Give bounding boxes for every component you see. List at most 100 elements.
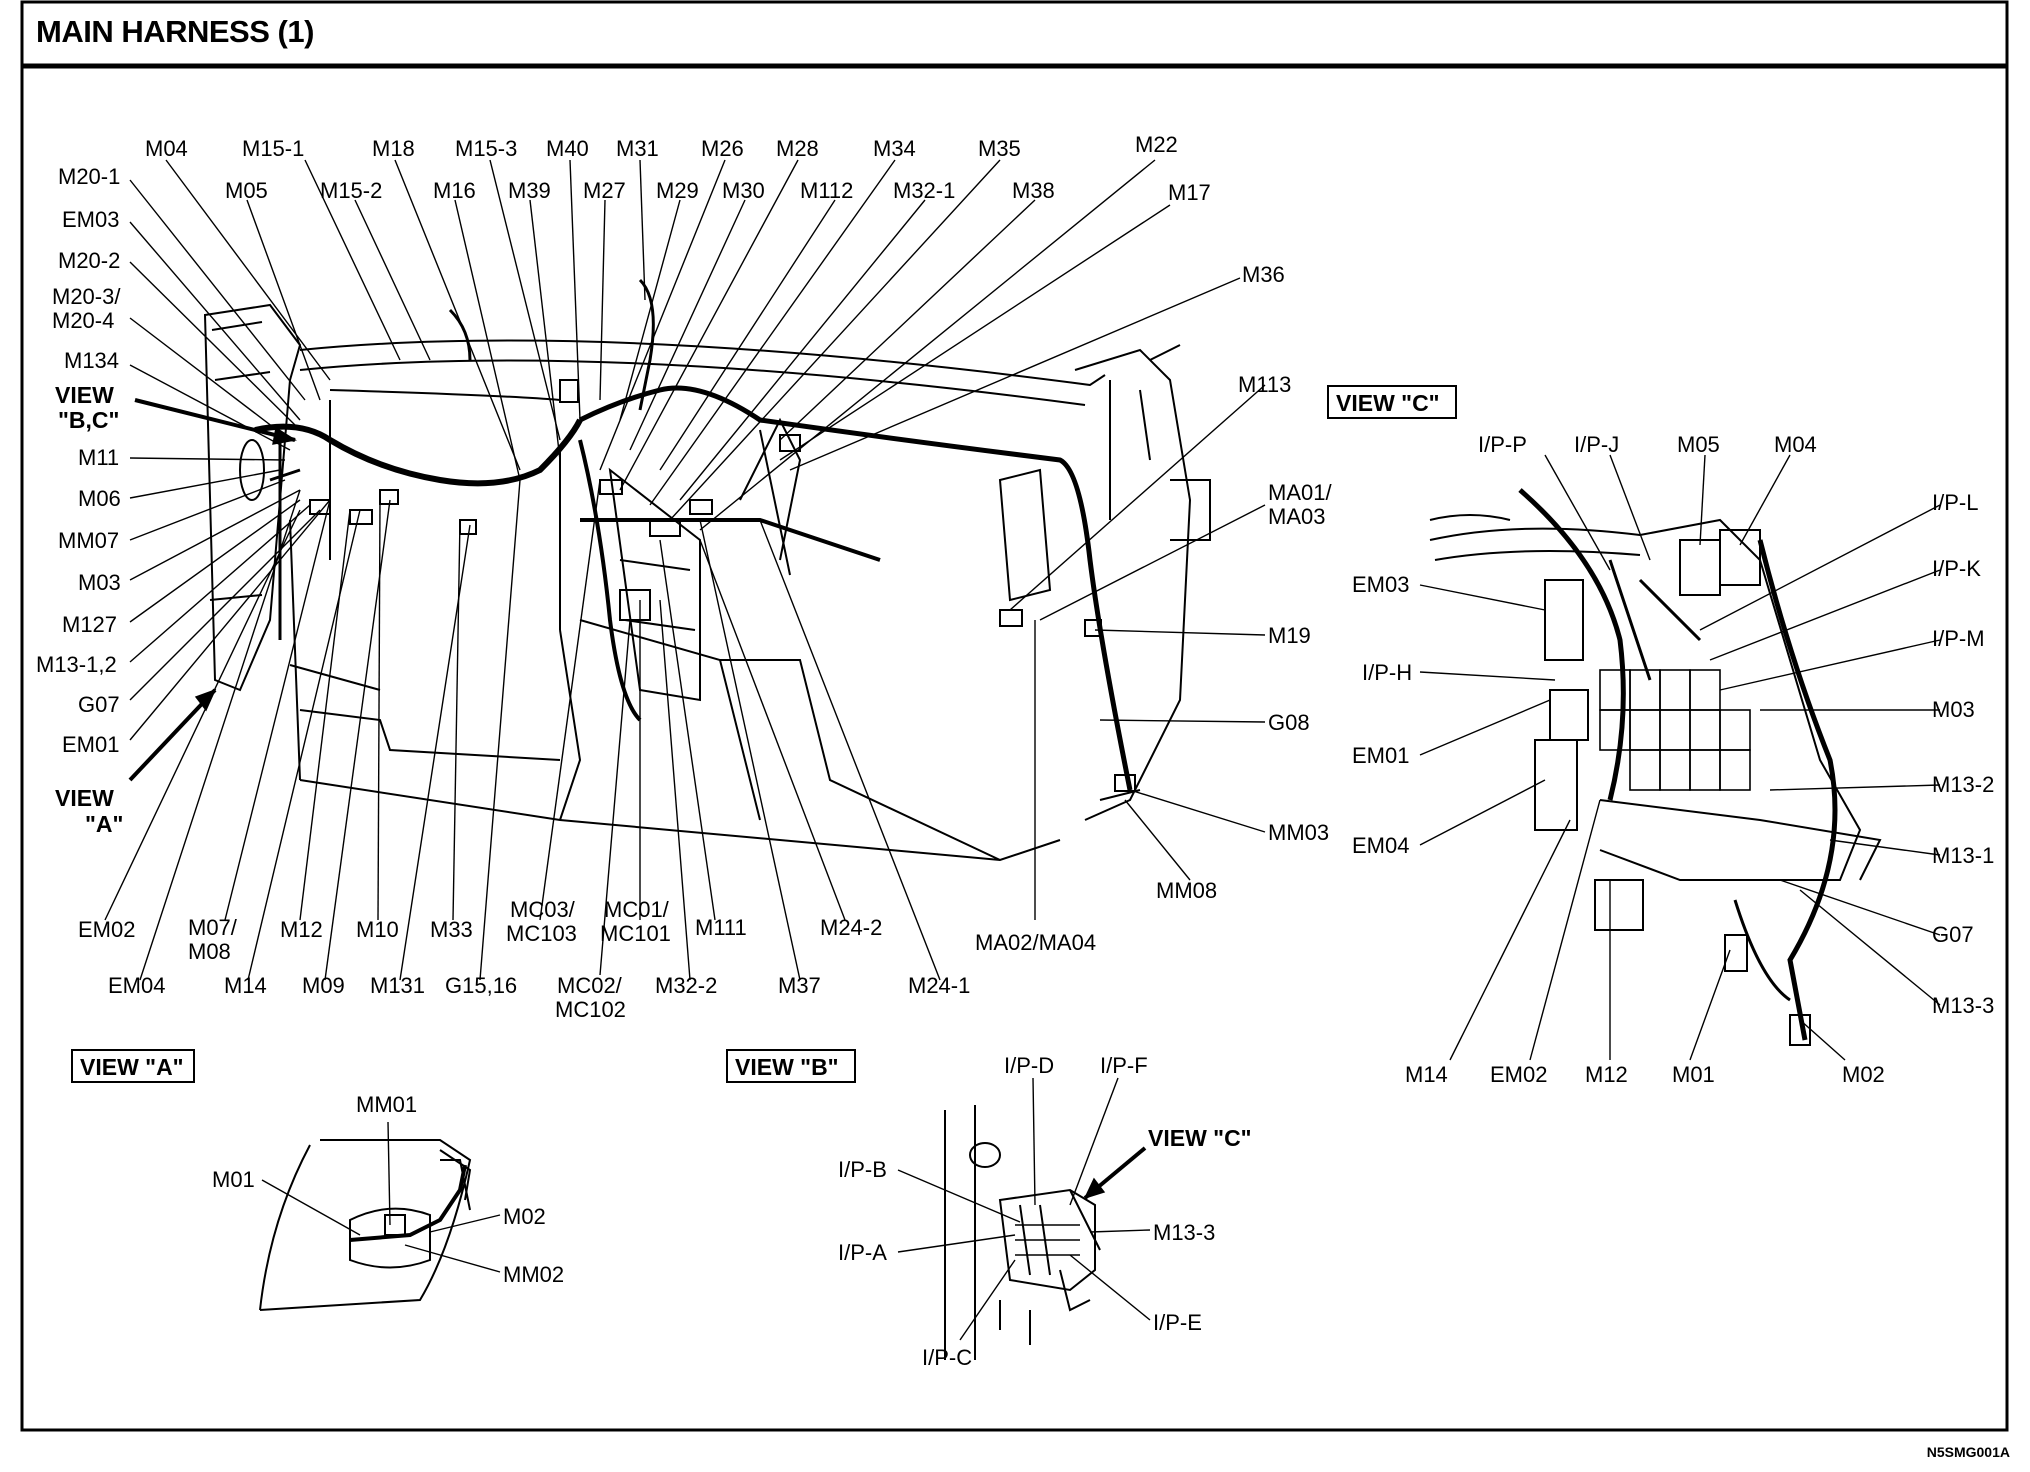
view-a-label: "A" bbox=[85, 811, 123, 837]
label: M34 bbox=[873, 136, 916, 161]
label: G07 bbox=[78, 692, 120, 717]
label: I/P-D bbox=[1004, 1053, 1054, 1078]
view-c-leaders bbox=[1419, 454, 1941, 1061]
label: M24-2 bbox=[820, 915, 882, 940]
label: M17 bbox=[1168, 180, 1211, 205]
view-c-box bbox=[1327, 385, 1457, 419]
label: EM01 bbox=[62, 732, 119, 757]
label: MM07 bbox=[58, 528, 119, 553]
label: M40 bbox=[546, 136, 589, 161]
main-view-labels: M04 M15-1 M18 M15-3 M40 M31 M26 M28 M34 … bbox=[36, 132, 1332, 1022]
label: MA03 bbox=[1268, 504, 1325, 529]
label: EM03 bbox=[1352, 572, 1409, 597]
label: M04 bbox=[1774, 432, 1817, 457]
view-a-drawing bbox=[259, 1139, 472, 1311]
label: I/P-K bbox=[1932, 556, 1981, 581]
label: I/P-A bbox=[838, 1240, 887, 1265]
label: M18 bbox=[372, 136, 415, 161]
label: EM03 bbox=[62, 207, 119, 232]
outer-frame bbox=[20, 0, 2009, 1432]
label: M33 bbox=[430, 917, 473, 942]
label: M02 bbox=[1842, 1062, 1885, 1087]
view-c-labels: VIEW "C" I/P-P I/P-J M05 M04 I/P-L I/P-K… bbox=[1336, 390, 1994, 1087]
label: M13-1 bbox=[1932, 843, 1994, 868]
view-b-labels: VIEW "B" I/P-D I/P-F VIEW "C" I/P-B I/P-… bbox=[735, 1053, 1252, 1370]
label: M12 bbox=[280, 917, 323, 942]
view-a-label: VIEW bbox=[55, 785, 114, 811]
view-b-box bbox=[726, 1049, 856, 1083]
view-c-drawing bbox=[1429, 488, 1882, 1046]
label: M36 bbox=[1242, 262, 1285, 287]
label: MM08 bbox=[1156, 878, 1217, 903]
view-a-title: VIEW "A" bbox=[80, 1054, 184, 1080]
label: M32-1 bbox=[893, 178, 955, 203]
view-bc-label: "B,C" bbox=[58, 407, 119, 433]
label: M05 bbox=[225, 178, 268, 203]
label: I/P-H bbox=[1362, 660, 1412, 685]
label: M04 bbox=[145, 136, 188, 161]
label: M16 bbox=[433, 178, 476, 203]
label: M30 bbox=[722, 178, 765, 203]
drawing-code: N5SMG001A bbox=[1926, 1444, 2010, 1460]
label: I/P-L bbox=[1932, 490, 1978, 515]
label: M08 bbox=[188, 939, 231, 964]
label: I/P-B bbox=[838, 1157, 887, 1182]
view-b-title: VIEW "B" bbox=[735, 1054, 839, 1080]
label: I/P-M bbox=[1932, 626, 1985, 651]
label: M38 bbox=[1012, 178, 1055, 203]
label: M111 bbox=[695, 915, 747, 940]
label: M14 bbox=[1405, 1062, 1448, 1087]
label: M37 bbox=[778, 973, 821, 998]
label: M10 bbox=[356, 917, 399, 942]
label: MC03/ bbox=[510, 897, 576, 922]
label: I/P-P bbox=[1478, 432, 1527, 457]
label: M28 bbox=[776, 136, 819, 161]
label: M07/ bbox=[188, 915, 238, 940]
label: MA01/ bbox=[1268, 480, 1332, 505]
label: M13-3 bbox=[1153, 1220, 1215, 1245]
label: M09 bbox=[302, 973, 345, 998]
label: M13-2 bbox=[1932, 772, 1994, 797]
label: M15-1 bbox=[242, 136, 304, 161]
label: EM02 bbox=[78, 917, 135, 942]
main-view-drawing bbox=[203, 278, 1211, 862]
view-a-labels: VIEW "A" MM01 M01 M02 MM02 bbox=[80, 1054, 564, 1287]
label: M15-3 bbox=[455, 136, 517, 161]
view-b-leaders bbox=[897, 1077, 1151, 1341]
label: MC01/ bbox=[604, 897, 670, 922]
label: I/P-C bbox=[922, 1345, 972, 1370]
label: MC103 bbox=[506, 921, 577, 946]
label: M11 bbox=[78, 445, 119, 470]
label: MA02/MA04 bbox=[975, 930, 1096, 955]
label: M27 bbox=[583, 178, 626, 203]
label: M20-2 bbox=[58, 248, 120, 273]
label: M03 bbox=[1932, 697, 1975, 722]
label: M01 bbox=[212, 1167, 255, 1192]
label: M20-4 bbox=[52, 308, 114, 333]
label: EM04 bbox=[1352, 833, 1409, 858]
label: MC02/ bbox=[557, 973, 623, 998]
view-a-box bbox=[71, 1049, 195, 1083]
label: MC102 bbox=[555, 997, 626, 1022]
view-bc-label: VIEW bbox=[55, 382, 114, 408]
label: M13-1,2 bbox=[36, 652, 117, 677]
label: M19 bbox=[1268, 623, 1311, 648]
label: I/P-J bbox=[1574, 432, 1619, 457]
label: M39 bbox=[508, 178, 551, 203]
label: M20-1 bbox=[58, 164, 120, 189]
label: M32-2 bbox=[655, 973, 717, 998]
label: EM01 bbox=[1352, 743, 1409, 768]
label: MM02 bbox=[503, 1262, 564, 1287]
label: M20-3/ bbox=[52, 284, 121, 309]
label: M02 bbox=[503, 1204, 546, 1229]
label: M14 bbox=[224, 973, 267, 998]
label: EM04 bbox=[108, 973, 165, 998]
label: MC101 bbox=[600, 921, 671, 946]
label: MM01 bbox=[356, 1092, 417, 1117]
label: M29 bbox=[656, 178, 699, 203]
page-title: MAIN HARNESS (1) bbox=[36, 14, 314, 49]
label: M113 bbox=[1238, 372, 1291, 397]
label: M31 bbox=[616, 136, 659, 161]
label: M22 bbox=[1135, 132, 1178, 157]
